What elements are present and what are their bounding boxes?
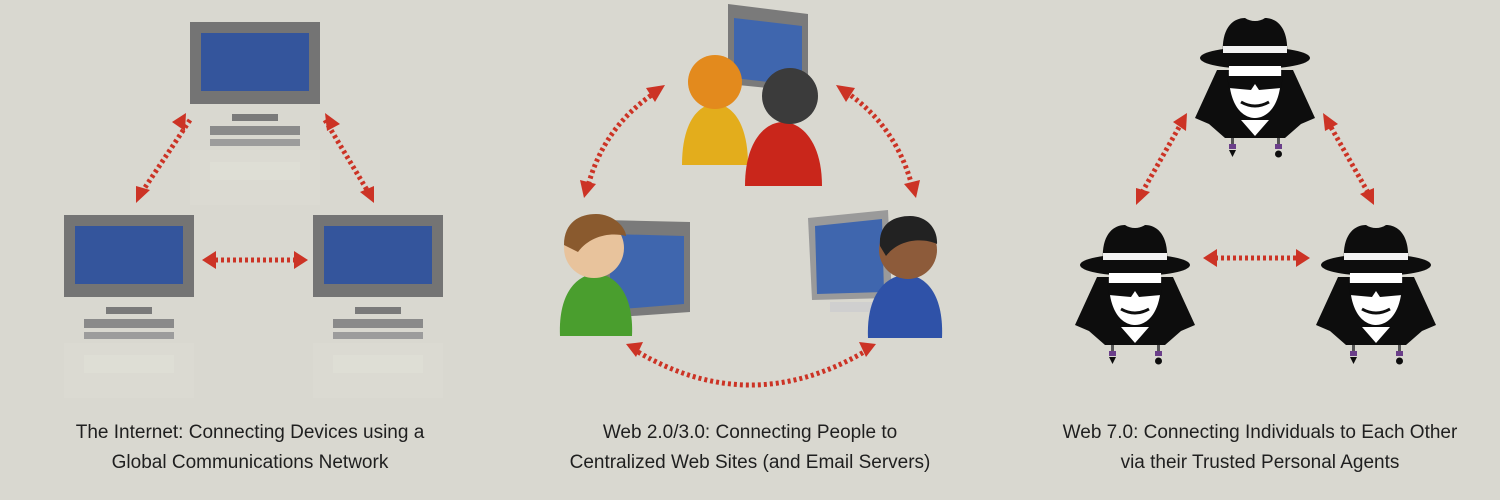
browser-window-icon <box>604 220 690 318</box>
caption-web2: Web 2.0/3.0: Connecting People to Centra… <box>520 418 980 478</box>
computer-monitor-icon <box>190 22 320 205</box>
computer-monitor-icon <box>313 215 443 398</box>
computer-monitor-icon <box>64 215 194 398</box>
person-icon <box>682 55 748 165</box>
spy-agent-icon <box>1073 223 1197 366</box>
person-icon <box>559 214 633 336</box>
caption-line: The Internet: Connecting Devices using a <box>75 422 425 443</box>
caption-line: Centralized Web Sites (and Email Servers… <box>569 452 931 473</box>
panel-internet <box>64 22 443 398</box>
double-arrow-icon <box>136 186 150 203</box>
panel-web2 <box>559 4 943 388</box>
person-icon <box>867 216 943 338</box>
computer-monitor-icon <box>808 210 892 312</box>
panel-web7 <box>1073 16 1438 366</box>
caption-line: Web 7.0: Connecting Individuals to Each … <box>1062 422 1458 443</box>
caption-internet: The Internet: Connecting Devices using a… <box>20 418 480 478</box>
caption-line: via their Trusted Personal Agents <box>1120 452 1400 473</box>
spy-agent-icon <box>1314 223 1438 366</box>
caption-line: Global Communications Network <box>111 452 389 473</box>
caption-line: Web 2.0/3.0: Connecting People to <box>602 422 898 443</box>
person-icon <box>745 68 822 186</box>
caption-web7: Web 7.0: Connecting Individuals to Each … <box>1030 418 1490 478</box>
double-arrow-icon <box>172 113 186 131</box>
spy-agent-icon <box>1193 16 1317 159</box>
